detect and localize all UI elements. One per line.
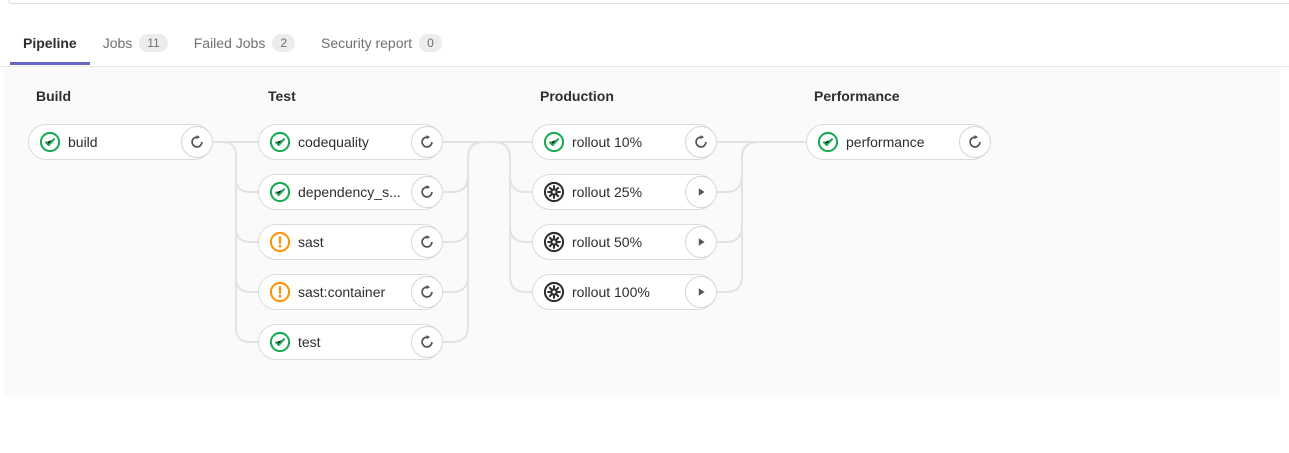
job-label: dependency_s...: [298, 184, 401, 200]
retry-arrow-icon: [191, 135, 203, 148]
stage-header-test: Test: [268, 88, 296, 104]
tabbar-divider: [0, 66, 1289, 67]
stage-header-build: Build: [36, 88, 71, 104]
retry-arrow-icon: [421, 135, 433, 148]
play-triangle-icon: [698, 288, 705, 296]
job-label: sast:container: [298, 284, 386, 300]
retry-arrow-icon: [421, 235, 433, 248]
job-pill-rollout-10[interactable]: rollout 10%: [532, 124, 717, 160]
job-pill-dependency-scanning[interactable]: dependency_s...: [258, 174, 443, 210]
job-pill-rollout-25[interactable]: rollout 25%: [532, 174, 717, 210]
warning-status-icon: [269, 231, 291, 253]
retry-button[interactable]: [685, 126, 717, 158]
job-pill-sast[interactable]: sast: [258, 224, 443, 260]
retry-button[interactable]: [411, 126, 443, 158]
job-pill-performance[interactable]: performance: [806, 124, 991, 160]
job-label: performance: [846, 134, 925, 150]
success-status-icon: [269, 131, 291, 153]
success-status-icon: [39, 131, 61, 153]
pipeline-tab-bar: Pipeline Jobs 11 Failed Jobs 2 Security …: [10, 27, 455, 66]
tab-failed-jobs[interactable]: Failed Jobs 2: [181, 27, 308, 65]
play-button[interactable]: [685, 176, 717, 208]
manual-gear-status-icon: [543, 281, 565, 303]
tab-jobs[interactable]: Jobs 11: [90, 27, 181, 65]
retry-arrow-icon: [421, 285, 433, 298]
success-status-icon: [543, 131, 565, 153]
failed-jobs-count-badge: 2: [272, 34, 296, 53]
job-label: test: [298, 334, 321, 350]
job-pill-build[interactable]: build: [28, 124, 213, 160]
job-pill-test[interactable]: test: [258, 324, 443, 360]
retry-button[interactable]: [411, 276, 443, 308]
pipeline-info-box-bottom-edge: [8, 0, 1289, 4]
retry-arrow-icon: [695, 135, 707, 148]
play-button[interactable]: [685, 276, 717, 308]
success-status-icon: [269, 181, 291, 203]
retry-button[interactable]: [411, 176, 443, 208]
stage-header-performance: Performance: [814, 88, 900, 104]
tab-security-report[interactable]: Security report 0: [308, 27, 455, 65]
job-pill-sast-container[interactable]: sast:container: [258, 274, 443, 310]
retry-arrow-icon: [421, 335, 433, 348]
job-label: codequality: [298, 134, 369, 150]
retry-button[interactable]: [411, 326, 443, 358]
retry-arrow-icon: [969, 135, 981, 148]
stage-header-production: Production: [540, 88, 614, 104]
retry-button[interactable]: [411, 226, 443, 258]
job-pill-rollout-50[interactable]: rollout 50%: [532, 224, 717, 260]
play-button[interactable]: [685, 226, 717, 258]
job-label: rollout 10%: [572, 134, 643, 150]
job-label: rollout 100%: [572, 284, 650, 300]
retry-button[interactable]: [959, 126, 991, 158]
jobs-count-badge: 11: [139, 34, 168, 53]
success-status-icon: [269, 331, 291, 353]
manual-gear-status-icon: [543, 181, 565, 203]
tab-pipeline-label: Pipeline: [23, 35, 77, 52]
job-pill-codequality[interactable]: codequality: [258, 124, 443, 160]
tab-pipeline[interactable]: Pipeline: [10, 27, 90, 66]
play-triangle-icon: [698, 238, 705, 246]
tab-failed-jobs-label: Failed Jobs: [193, 35, 266, 52]
job-label: build: [68, 134, 98, 150]
warning-status-icon: [269, 281, 291, 303]
tab-security-report-label: Security report: [321, 35, 413, 52]
retry-arrow-icon: [421, 185, 433, 198]
retry-button[interactable]: [181, 126, 213, 158]
job-label: sast: [298, 234, 324, 250]
security-report-count-badge: 0: [419, 34, 442, 53]
manual-gear-status-icon: [543, 231, 565, 253]
tab-jobs-label: Jobs: [102, 35, 133, 52]
job-label: rollout 50%: [572, 234, 643, 250]
job-pill-rollout-100[interactable]: rollout 100%: [532, 274, 717, 310]
job-label: rollout 25%: [572, 184, 643, 200]
play-triangle-icon: [698, 188, 705, 196]
success-status-icon: [817, 131, 839, 153]
